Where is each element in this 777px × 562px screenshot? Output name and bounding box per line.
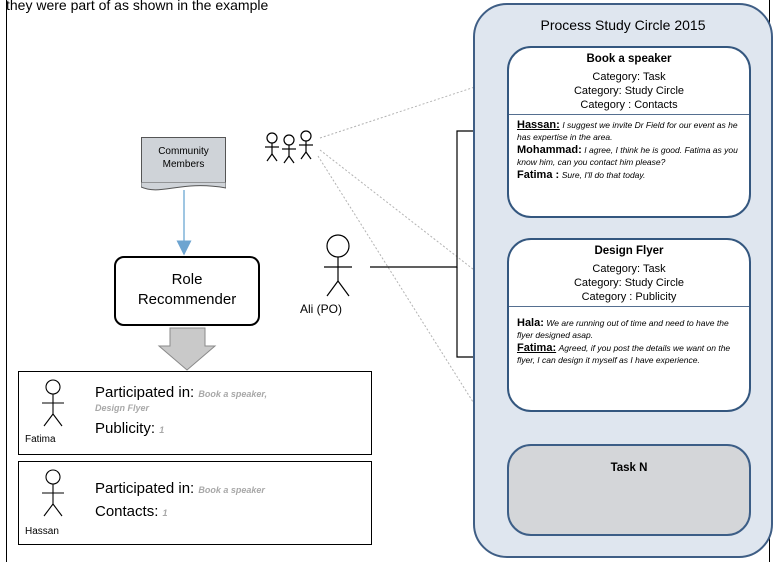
message-text: We are running out of time and need to h… [517, 318, 729, 340]
message: Fatima : Sure, I'll do that today. [517, 169, 741, 181]
task-discussion: Hala: We are running out of time and nee… [509, 307, 749, 366]
group-to-book-arrow [319, 80, 496, 139]
task-category: Category : Contacts [580, 99, 678, 111]
person-name: Fatima [25, 434, 56, 445]
panel-title: Process Study Circle 2015 [540, 17, 706, 33]
task-title: Task N [610, 462, 648, 474]
message-text: I agree, I think he is good. Fatima as y… [517, 145, 738, 167]
metric-label: Contacts: [95, 503, 159, 520]
participated-value-cont: Design Flyer [95, 403, 150, 413]
metric-value: 1 [162, 508, 168, 518]
metric-line: Contacts: 1 [95, 503, 168, 520]
metric-label: Publicity: [95, 420, 156, 437]
message-text: Agreed, if you post the details we want … [517, 343, 731, 365]
role-line1: Role [171, 271, 203, 288]
task-category: Category: Task [592, 71, 666, 83]
message: Fatima: Agreed, if you post the details … [517, 342, 741, 366]
participated-line: Participated in: Book a speaker, [95, 384, 267, 401]
message-author: Fatima: [517, 342, 557, 354]
task-category: Category: Task [592, 263, 666, 275]
message-text: Sure, I'll do that today. [561, 170, 646, 180]
person-icon [42, 469, 64, 517]
message-author: Hala: [517, 317, 544, 329]
person-name: Hassan [25, 526, 59, 537]
task-title: Book a speaker [586, 53, 672, 65]
message-author: Hassan: [517, 119, 560, 131]
community-label-line1: Community [158, 146, 209, 157]
community-label-line2: Members [162, 159, 205, 170]
card-divider [509, 306, 749, 307]
participated-label: Participated in: [95, 480, 195, 497]
metric-value: 1 [159, 425, 165, 435]
participated-value: Book a speaker, [198, 389, 267, 399]
task-card-book-speaker: Book a speaker Category: Task Category: … [507, 46, 751, 218]
task-category: Category: Study Circle [573, 85, 685, 97]
metric-line: Publicity: 1 [95, 420, 164, 437]
recommendation-fatima: Fatima Participated in: Book a speaker, … [18, 371, 372, 455]
message: Mohammad: I agree, I think he is good. F… [517, 144, 741, 168]
message-author: Mohammad: [517, 144, 582, 156]
task-discussion: Hassan: I suggest we invite Dr Field for… [509, 115, 749, 181]
community-wave [141, 182, 226, 191]
recommendation-hassan: Hassan Participated in: Book a speaker C… [18, 461, 372, 545]
role-recommender-box: Role Recommender [114, 256, 260, 326]
message: Hassan: I suggest we invite Dr Field for… [517, 119, 741, 143]
task-category: Category: Study Circle [573, 277, 685, 289]
group-to-flyer-arrow [319, 149, 496, 287]
ali-actor-icon [324, 234, 352, 297]
ali-label: Ali (PO) [300, 302, 342, 316]
card-divider [509, 114, 749, 115]
task-card-header: Design Flyer Category: Task Category: St… [509, 244, 749, 306]
task-category: Category : Publicity [581, 291, 677, 303]
task-card-n: Task N [507, 444, 751, 536]
task-title: Design Flyer [594, 245, 664, 257]
task-card-design-flyer: Design Flyer Category: Task Category: St… [507, 238, 751, 412]
person-icon [42, 379, 64, 427]
participated-value: Book a speaker [198, 485, 265, 495]
participated-label: Participated in: [95, 384, 195, 401]
recommender-output-arrow [157, 327, 217, 371]
community-group-icon [265, 130, 313, 164]
message: Hala: We are running out of time and nee… [517, 317, 741, 341]
top-caption-fragment: they were part of as shown in the exampl… [6, 0, 269, 13]
participated-line: Participated in: Book a speaker [95, 480, 265, 497]
task-card-header: Book a speaker Category: Task Category: … [509, 52, 749, 114]
role-line2: Recommender [137, 291, 237, 308]
message-text: I suggest we invite Dr Field for our eve… [517, 120, 738, 142]
message-author: Fatima : [517, 169, 560, 181]
community-members-node: Community Members [141, 137, 226, 185]
